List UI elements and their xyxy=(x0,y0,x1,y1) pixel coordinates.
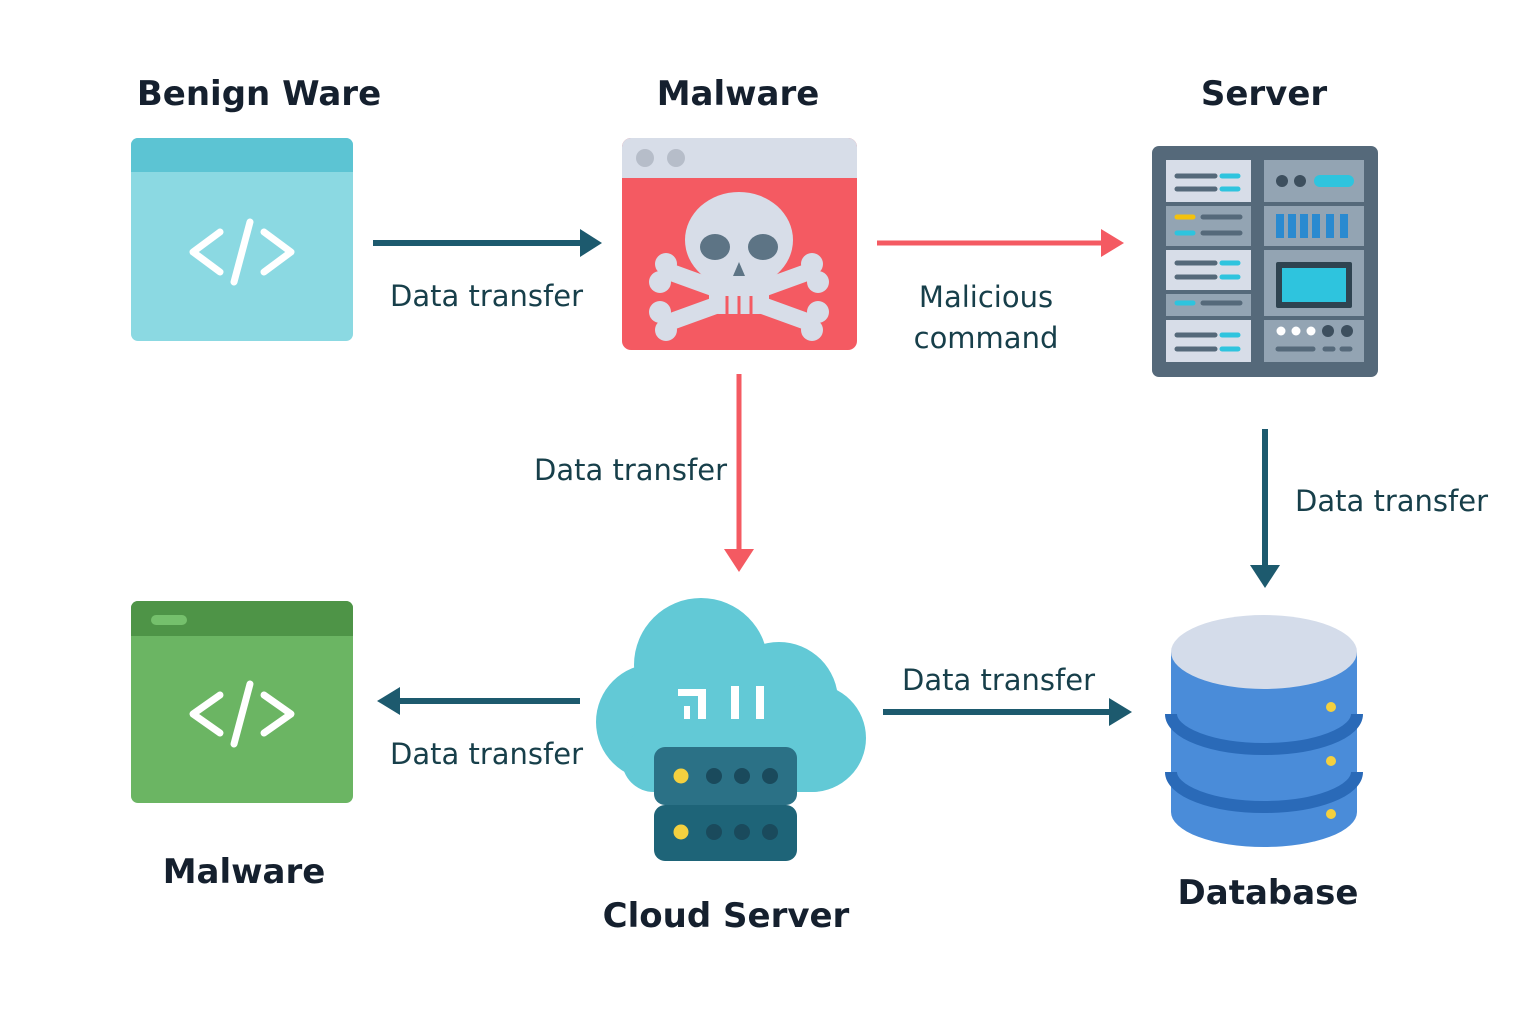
server-title: Server xyxy=(1200,74,1328,114)
arrow-cloud-to-database xyxy=(883,698,1132,726)
arrow-cloud-to-malware xyxy=(377,687,580,715)
arrow-benign-to-malware xyxy=(373,229,602,257)
benign-ware-title: Benign Ware xyxy=(136,74,382,114)
benign-ware-icon xyxy=(131,138,353,341)
edge-label-benign-to-malware: Data transfer xyxy=(390,279,583,313)
arrow-server-to-database xyxy=(1250,429,1280,588)
edge-label-cloud-to-malware: Data transfer xyxy=(390,737,583,771)
malware-code-window-icon xyxy=(131,601,353,803)
server-rack-icon xyxy=(1152,146,1378,377)
edge-label-malicious-command-line2: command xyxy=(913,321,1059,355)
arrow-malware-to-server xyxy=(877,229,1124,257)
malware-top-title: Malware xyxy=(656,74,820,114)
edge-label-cloud-to-database: Data transfer xyxy=(902,663,1095,697)
arrow-malware-to-cloud xyxy=(724,374,754,572)
malware-skull-icon xyxy=(622,138,857,350)
database-title: Database xyxy=(1177,873,1359,913)
cloud-server-title: Cloud Server xyxy=(602,896,850,936)
database-icon xyxy=(1165,615,1363,847)
malware-bottom-title: Malware xyxy=(162,852,326,892)
edge-label-malicious-command-line1: Malicious xyxy=(918,280,1054,314)
edge-label-server-to-database: Data transfer xyxy=(1295,484,1488,518)
edge-label-malware-to-cloud: Data transfer xyxy=(534,453,727,487)
cloud-server-icon xyxy=(596,598,866,861)
